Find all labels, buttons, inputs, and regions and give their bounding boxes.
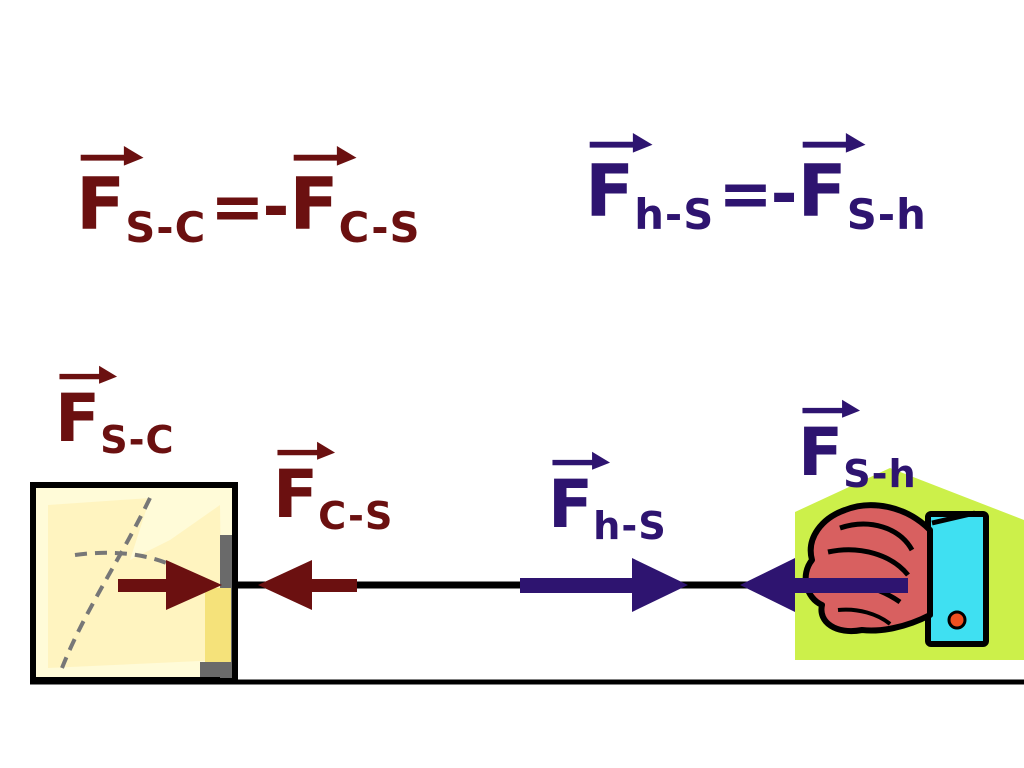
label-f-s-c: FS-C xyxy=(55,365,175,460)
vector-arrow-icon xyxy=(277,441,336,460)
equation-1-lhs-vector: F xyxy=(76,145,144,240)
equation-f-hs-vs-f-sh: Fh-S=- FS-h xyxy=(585,132,927,236)
vector-arrow-icon xyxy=(80,145,144,166)
label-f-c-s-vector: F xyxy=(273,441,336,528)
vector-arrow-icon xyxy=(294,145,357,166)
label-f-s-h-subscript: S-h xyxy=(843,452,917,498)
vector-arrow-icon xyxy=(552,451,611,470)
hand xyxy=(795,468,1024,660)
label-f-c-s: FC-S xyxy=(273,441,394,536)
equation-2-rhs-subscript: S-h xyxy=(846,190,927,240)
label-f-c-s-symbol: F xyxy=(273,456,319,533)
arrow-f-s-h xyxy=(740,558,908,612)
equation-2-lhs-subscript: h-S xyxy=(634,190,715,240)
vector-arrow-icon xyxy=(589,132,653,153)
vector-arrow-icon xyxy=(802,399,861,418)
equation-1-rhs-subscript: C-S xyxy=(338,203,421,253)
vector-arrow-icon xyxy=(59,365,118,384)
equation-1-rhs-vector: F xyxy=(289,145,357,240)
equation-2-lhs-vector: F xyxy=(585,132,653,227)
equation-2-rhs-symbol: F xyxy=(797,149,847,233)
label-f-h-s-symbol: F xyxy=(548,466,594,543)
equation-1-operator: =- xyxy=(210,170,289,245)
label-f-s-c-symbol: F xyxy=(55,380,101,457)
equation-1-lhs-subscript: S-C xyxy=(125,203,207,253)
label-f-h-s-subscript: h-S xyxy=(593,504,667,550)
equation-2-lhs-symbol: F xyxy=(585,149,635,233)
label-f-s-h-symbol: F xyxy=(798,414,844,491)
equation-1-lhs-symbol: F xyxy=(76,162,126,246)
equation-2-operator: =- xyxy=(718,157,797,232)
label-f-h-s-vector: F xyxy=(548,451,611,538)
label-f-h-s: Fh-S xyxy=(548,451,667,546)
label-f-s-h-vector: F xyxy=(798,399,861,486)
label-f-s-c-subscript: S-C xyxy=(100,418,175,464)
arrow-f-c-s xyxy=(258,560,357,610)
arrow-f-s-c xyxy=(118,560,222,610)
equation-1-rhs-symbol: F xyxy=(289,162,339,246)
label-f-c-s-subscript: C-S xyxy=(318,494,394,540)
arrow-f-h-s xyxy=(520,558,688,612)
equation-2-rhs-vector: F xyxy=(798,132,866,227)
label-f-s-h: FS-h xyxy=(798,399,917,494)
equation-f-sc-vs-f-cs: FS-C=- FC-S xyxy=(76,145,421,249)
label-f-s-c-vector: F xyxy=(55,365,118,452)
vector-arrow-icon xyxy=(802,132,866,153)
